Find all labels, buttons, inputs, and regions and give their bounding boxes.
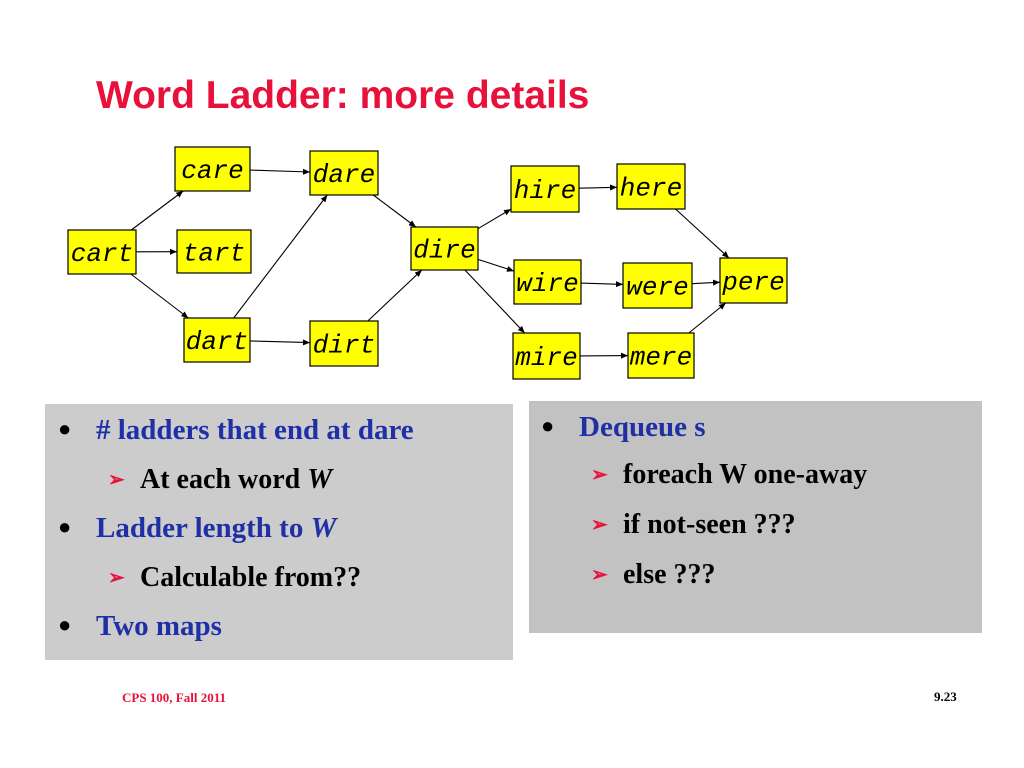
node-label: were [626,272,688,302]
left-notes-panel: ● # ladders that end at dare ➢ At each w… [45,404,513,660]
node-wire: wire [513,259,582,305]
bullet-text: Ladder length to [96,512,311,544]
node-dare: dare [309,150,379,196]
sub-bullet-text: if not-seen ??? [623,509,796,540]
node-label: mere [630,342,692,372]
sub-bullet-else: ➢ else ??? [591,559,716,591]
sub-bullet-text: else ??? [623,559,716,590]
node-label: tart [183,238,245,268]
node-mere: mere [627,332,695,379]
edge-mere-to-pere [688,302,727,334]
node-mire: mire [512,332,581,380]
bullet-two-maps: ● Two maps [58,610,222,643]
word-ladder-graph: cart care tart dart dare dirt dire hire wire mire… [67,146,788,380]
edge-here-to-pere [675,208,730,259]
node-pere: pere [719,257,788,304]
nodes-layer: cart care tart dart dare dirt dire hire wire mire… [67,146,788,380]
node-label: wire [516,269,578,299]
node-label: dirt [313,330,375,360]
edge-were-to-pere [691,279,721,286]
node-box [512,332,581,380]
right-notes-panel: ● Dequeue s ➢ foreach W one-away ➢ if no… [529,401,982,633]
bullet-dot-icon: ● [541,413,555,438]
sub-bullet-if-not-seen: ➢ if not-seen ??? [591,509,796,541]
node-cart: cart [67,229,137,275]
bullet-ladder-length: ● Ladder length to W [58,512,337,545]
node-label: mire [515,343,577,373]
arrow-bullet-icon: ➢ [591,564,608,586]
node-label: pere [721,267,784,297]
node-box [183,317,251,363]
edge-dare-to-dire [372,194,417,228]
node-care: care [174,146,251,192]
node-label: dare [313,160,375,190]
edge-dart-to-dare [233,194,328,319]
footer-course: CPS 100, Fall 2011 [122,690,227,705]
sub-bullet-text: foreach W one-away [623,459,868,490]
page-number: 9.23 [934,689,957,704]
bullet-dot-icon: ● [58,612,72,637]
node-label: hire [514,176,576,206]
edge-wire-to-were [580,281,624,288]
node-box [174,146,251,192]
slide-title: Word Ladder: more details [96,74,590,117]
edge-cart-to-dart [130,273,189,319]
node-label: dart [186,327,248,357]
bullet-ladders-end-at-dare: ● # ladders that end at dare [58,414,414,447]
sub-bullet-text: Calculable from?? [140,562,362,593]
node-box [513,259,582,305]
sub-bullet-text: At each word [140,464,308,495]
node-box [622,262,693,309]
node-tart: tart [176,229,252,274]
sub-bullet-foreach: ➢ foreach W one-away [591,459,868,491]
node-box [176,229,252,274]
bullet-text: Dequeue s [579,411,706,443]
bullet-dot-icon: ● [58,514,72,539]
edges-layer [130,168,730,359]
sub-bullet-at-each-word: ➢ At each word W [108,464,333,496]
bullet-text: Two maps [96,610,222,642]
bullet-dequeue: ● Dequeue s [541,411,706,444]
arrow-bullet-icon: ➢ [108,469,125,491]
node-box [510,165,580,213]
bullet-text: # ladders that end at dare [96,414,414,446]
node-box [309,320,379,367]
node-dire: dire [410,226,479,271]
node-here: here [616,163,686,210]
node-box [67,229,137,275]
node-were: were [622,262,693,309]
node-label: cart [71,239,133,269]
node-dart: dart [183,317,251,363]
edge-dirt-to-dire [367,269,423,322]
edge-cart-to-care [130,190,184,231]
arrow-bullet-icon: ➢ [591,514,608,536]
edge-dire-to-wire [477,258,515,272]
sub-bullet-calculable-from: ➢ Calculable from?? [108,562,362,594]
node-box [719,257,788,304]
node-box [410,226,479,271]
node-label: here [620,173,682,203]
node-hire: hire [510,165,580,213]
variable-w: W [310,512,337,544]
node-dirt: dirt [309,320,379,367]
node-label: care [181,156,243,186]
node-label: dire [413,235,475,265]
edge-dire-to-hire [477,208,512,230]
edge-dire-to-mire [464,269,526,334]
variable-w: W [307,464,333,495]
node-box [616,163,686,210]
edge-dart-to-dirt [249,339,311,346]
edge-hire-to-here [578,184,618,191]
arrow-bullet-icon: ➢ [108,567,125,589]
bullet-dot-icon: ● [58,416,72,441]
arrow-bullet-icon: ➢ [591,464,608,486]
edge-care-to-dare [249,168,311,175]
node-box [309,150,379,196]
node-box [627,332,695,379]
